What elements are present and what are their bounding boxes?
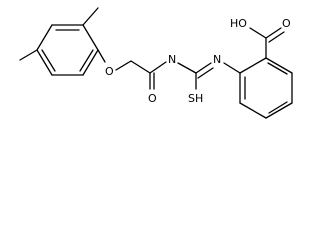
imine-double-bond — [197, 67, 214, 79]
bond-nh-thiocarbon — [177, 62, 197, 74]
bond — [265, 102, 293, 119]
bond — [265, 57, 293, 74]
dimethylphenyl-ring — [36, 24, 99, 76]
hydroxyl-label: HO — [230, 17, 247, 30]
thiol-label: SH — [188, 92, 203, 105]
ether-oxygen-label: O — [105, 65, 114, 78]
acid-carbonyl-oxygen-label: O — [282, 17, 291, 30]
bond-ring-oxygen — [97, 49, 106, 63]
carbonyl-oxygen-label: O — [148, 92, 157, 105]
bond-carboxyl-oh — [249, 27, 267, 39]
molecule-structure-diagram: O O N SH N HO O — [19, 7, 293, 119]
bond — [36, 49, 53, 76]
carboxyl-double-bond — [265, 27, 282, 39]
bond — [239, 57, 267, 74]
amide-nitrogen-label: N — [168, 53, 176, 66]
double-bond — [41, 49, 56, 72]
imine-double-bond — [195, 62, 212, 74]
benzoic-acid-ring — [239, 57, 293, 119]
double-bond — [268, 101, 288, 114]
carboxyl-double-bond — [268, 31, 285, 43]
bond-carbonyl-nh — [149, 61, 167, 74]
double-bond — [267, 62, 288, 75]
double-bond — [79, 49, 94, 72]
bond — [239, 102, 267, 119]
bond — [82, 49, 99, 76]
bond-ch2-carbonyl — [130, 60, 151, 74]
methyl-bond-ortho — [82, 7, 99, 26]
bond-nitrogen-ring — [223, 62, 241, 74]
methyl-bond-para — [19, 49, 38, 61]
bond — [36, 24, 53, 51]
imine-nitrogen-label: N — [213, 53, 221, 66]
bond-oxygen-ch2 — [115, 60, 132, 71]
bond — [82, 24, 99, 51]
